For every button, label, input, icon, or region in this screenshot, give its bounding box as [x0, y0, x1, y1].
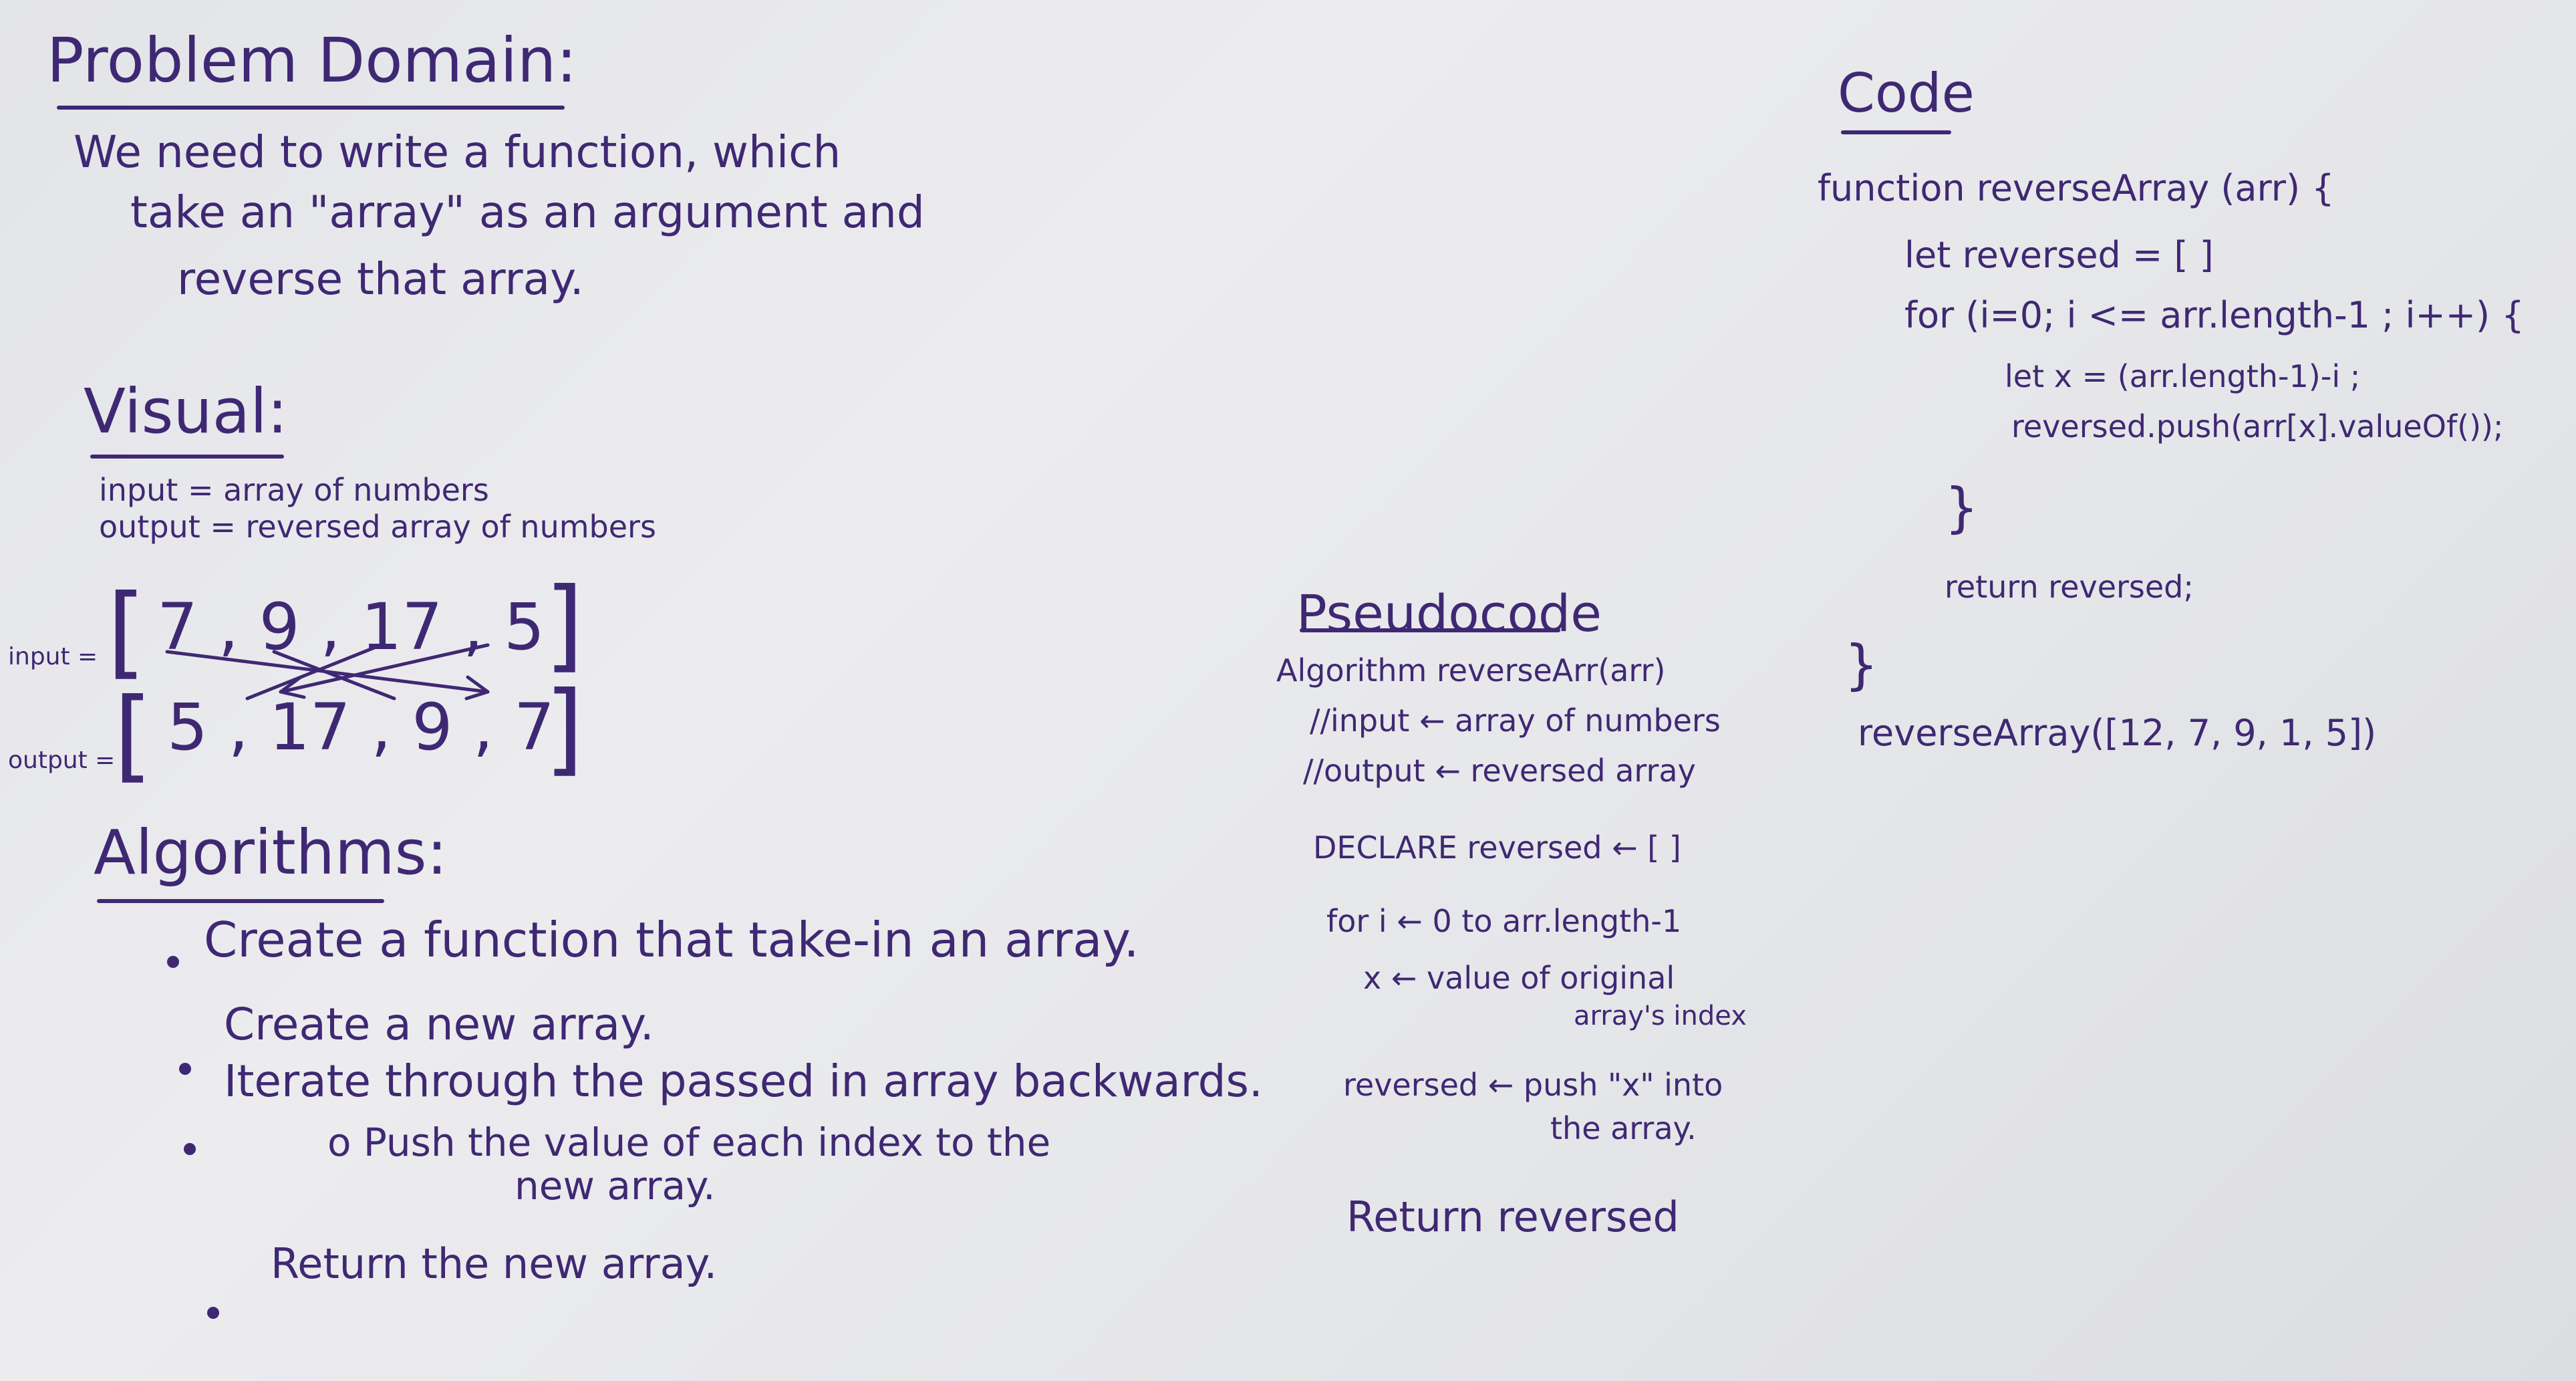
pseudo-line-1: Algorithm reverseArr(arr) [1276, 652, 1666, 688]
problem-domain-title: Problem Domain: [47, 25, 577, 96]
pseudo-line-8: reversed ← push "x" into [1343, 1067, 1723, 1103]
visual-title: Visual: [84, 376, 288, 447]
algorithm-substep: o Push the value of each index to the [327, 1120, 1051, 1165]
visual-underline [90, 455, 284, 459]
code-line-3: for (i=0; i <= arr.length-1 ; i++) { [1904, 294, 2525, 336]
algorithm-substep-cont: new array. [515, 1163, 716, 1209]
code-line-4: let x = (arr.length-1)-i ; [2005, 358, 2361, 394]
algorithms-underline [97, 899, 384, 903]
input-open-bracket: [ [107, 574, 146, 690]
bullet-2 [179, 1063, 191, 1075]
output-open-bracket: [ [114, 677, 153, 793]
problem-domain-underline [57, 106, 565, 110]
algorithm-step-2: Create a new array. [224, 999, 654, 1050]
pseudo-line-3: //output ← reversed array [1303, 753, 1696, 789]
pseudo-line-7: array's index [1574, 1001, 1747, 1031]
pseudo-line-6: x ← value of original [1363, 960, 1675, 996]
output-label: output = [8, 747, 116, 774]
problem-line-1: We need to write a function, which [74, 126, 841, 178]
pseudo-line-5: for i ← 0 to arr.length-1 [1326, 903, 1682, 939]
problem-line-2: take an "array" as an argument and [130, 186, 925, 238]
bullet-3 [184, 1143, 196, 1155]
input-close-bracket: ] [545, 567, 584, 683]
visual-input-desc: input = array of numbers [99, 472, 489, 508]
algorithms-title: Algorithms: [94, 817, 448, 888]
output-array: 5 , 17 , 9 , 7 [167, 690, 555, 765]
output-close-bracket: ] [545, 670, 584, 787]
code-line-9: reverseArray([12, 7, 9, 1, 5]) [1858, 712, 2377, 754]
code-line-5: reversed.push(arr[x].valueOf()); [2011, 408, 2504, 445]
visual-output-desc: output = reversed array of numbers [99, 509, 656, 545]
pseudo-line-10: Return reversed [1346, 1192, 1679, 1241]
pseudo-line-9: the array. [1550, 1110, 1697, 1146]
reverse-arrows [165, 643, 490, 701]
algorithm-step-1: Create a function that take-in an array. [204, 912, 1139, 968]
code-line-6: } [1945, 477, 1979, 539]
code-line-7: return reversed; [1945, 569, 2194, 605]
input-label: input = [8, 643, 98, 670]
bullet-1 [167, 956, 179, 968]
code-underline [1841, 130, 1951, 134]
algorithm-step-4: Return the new array. [271, 1239, 718, 1288]
algorithm-step-3: Iterate through the passed in array back… [224, 1055, 1263, 1107]
bullet-4 [207, 1307, 219, 1319]
code-line-8: } [1844, 634, 1878, 696]
code-line-2: let reversed = [ ] [1904, 234, 2214, 276]
input-array: 7 , 9 , 17 , 5 [157, 590, 545, 664]
pseudo-line-4: DECLARE reversed ← [ ] [1313, 830, 1681, 866]
pseudocode-underline [1300, 628, 1560, 632]
code-title: Code [1838, 62, 1975, 124]
pseudo-line-2: //input ← array of numbers [1310, 703, 1721, 739]
code-line-1: function reverseArray (arr) { [1818, 167, 2335, 209]
problem-line-3: reverse that array. [177, 253, 584, 305]
